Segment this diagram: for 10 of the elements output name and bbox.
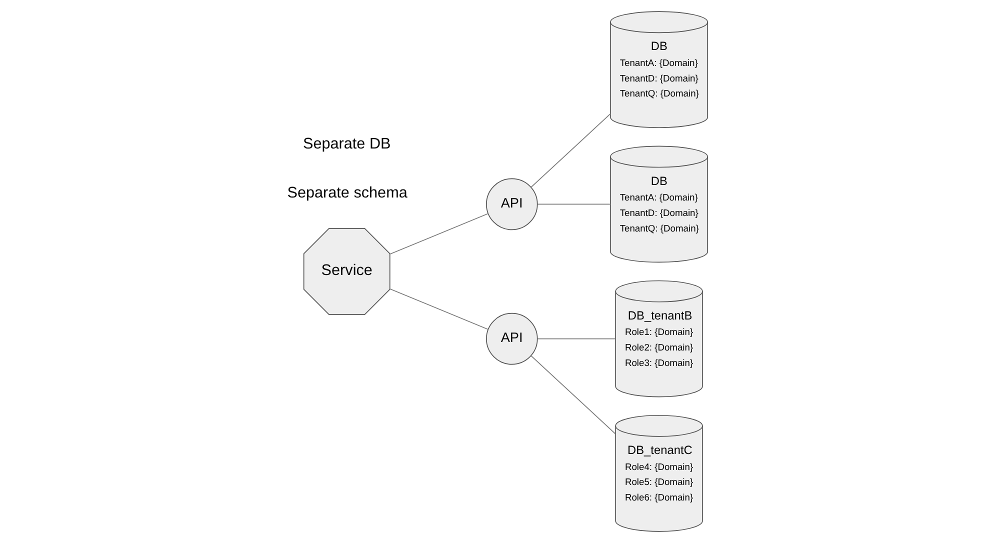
connector bbox=[537, 338, 616, 340]
label: Separate DB bbox=[302, 135, 391, 152]
connector bbox=[530, 355, 616, 434]
connector bbox=[390, 288, 489, 330]
connector bbox=[390, 213, 489, 254]
node-circle: API bbox=[486, 312, 538, 365]
node-circle: API bbox=[486, 178, 538, 230]
connector bbox=[537, 204, 611, 205]
label: Separate schema bbox=[287, 184, 408, 202]
connector bbox=[530, 113, 611, 188]
